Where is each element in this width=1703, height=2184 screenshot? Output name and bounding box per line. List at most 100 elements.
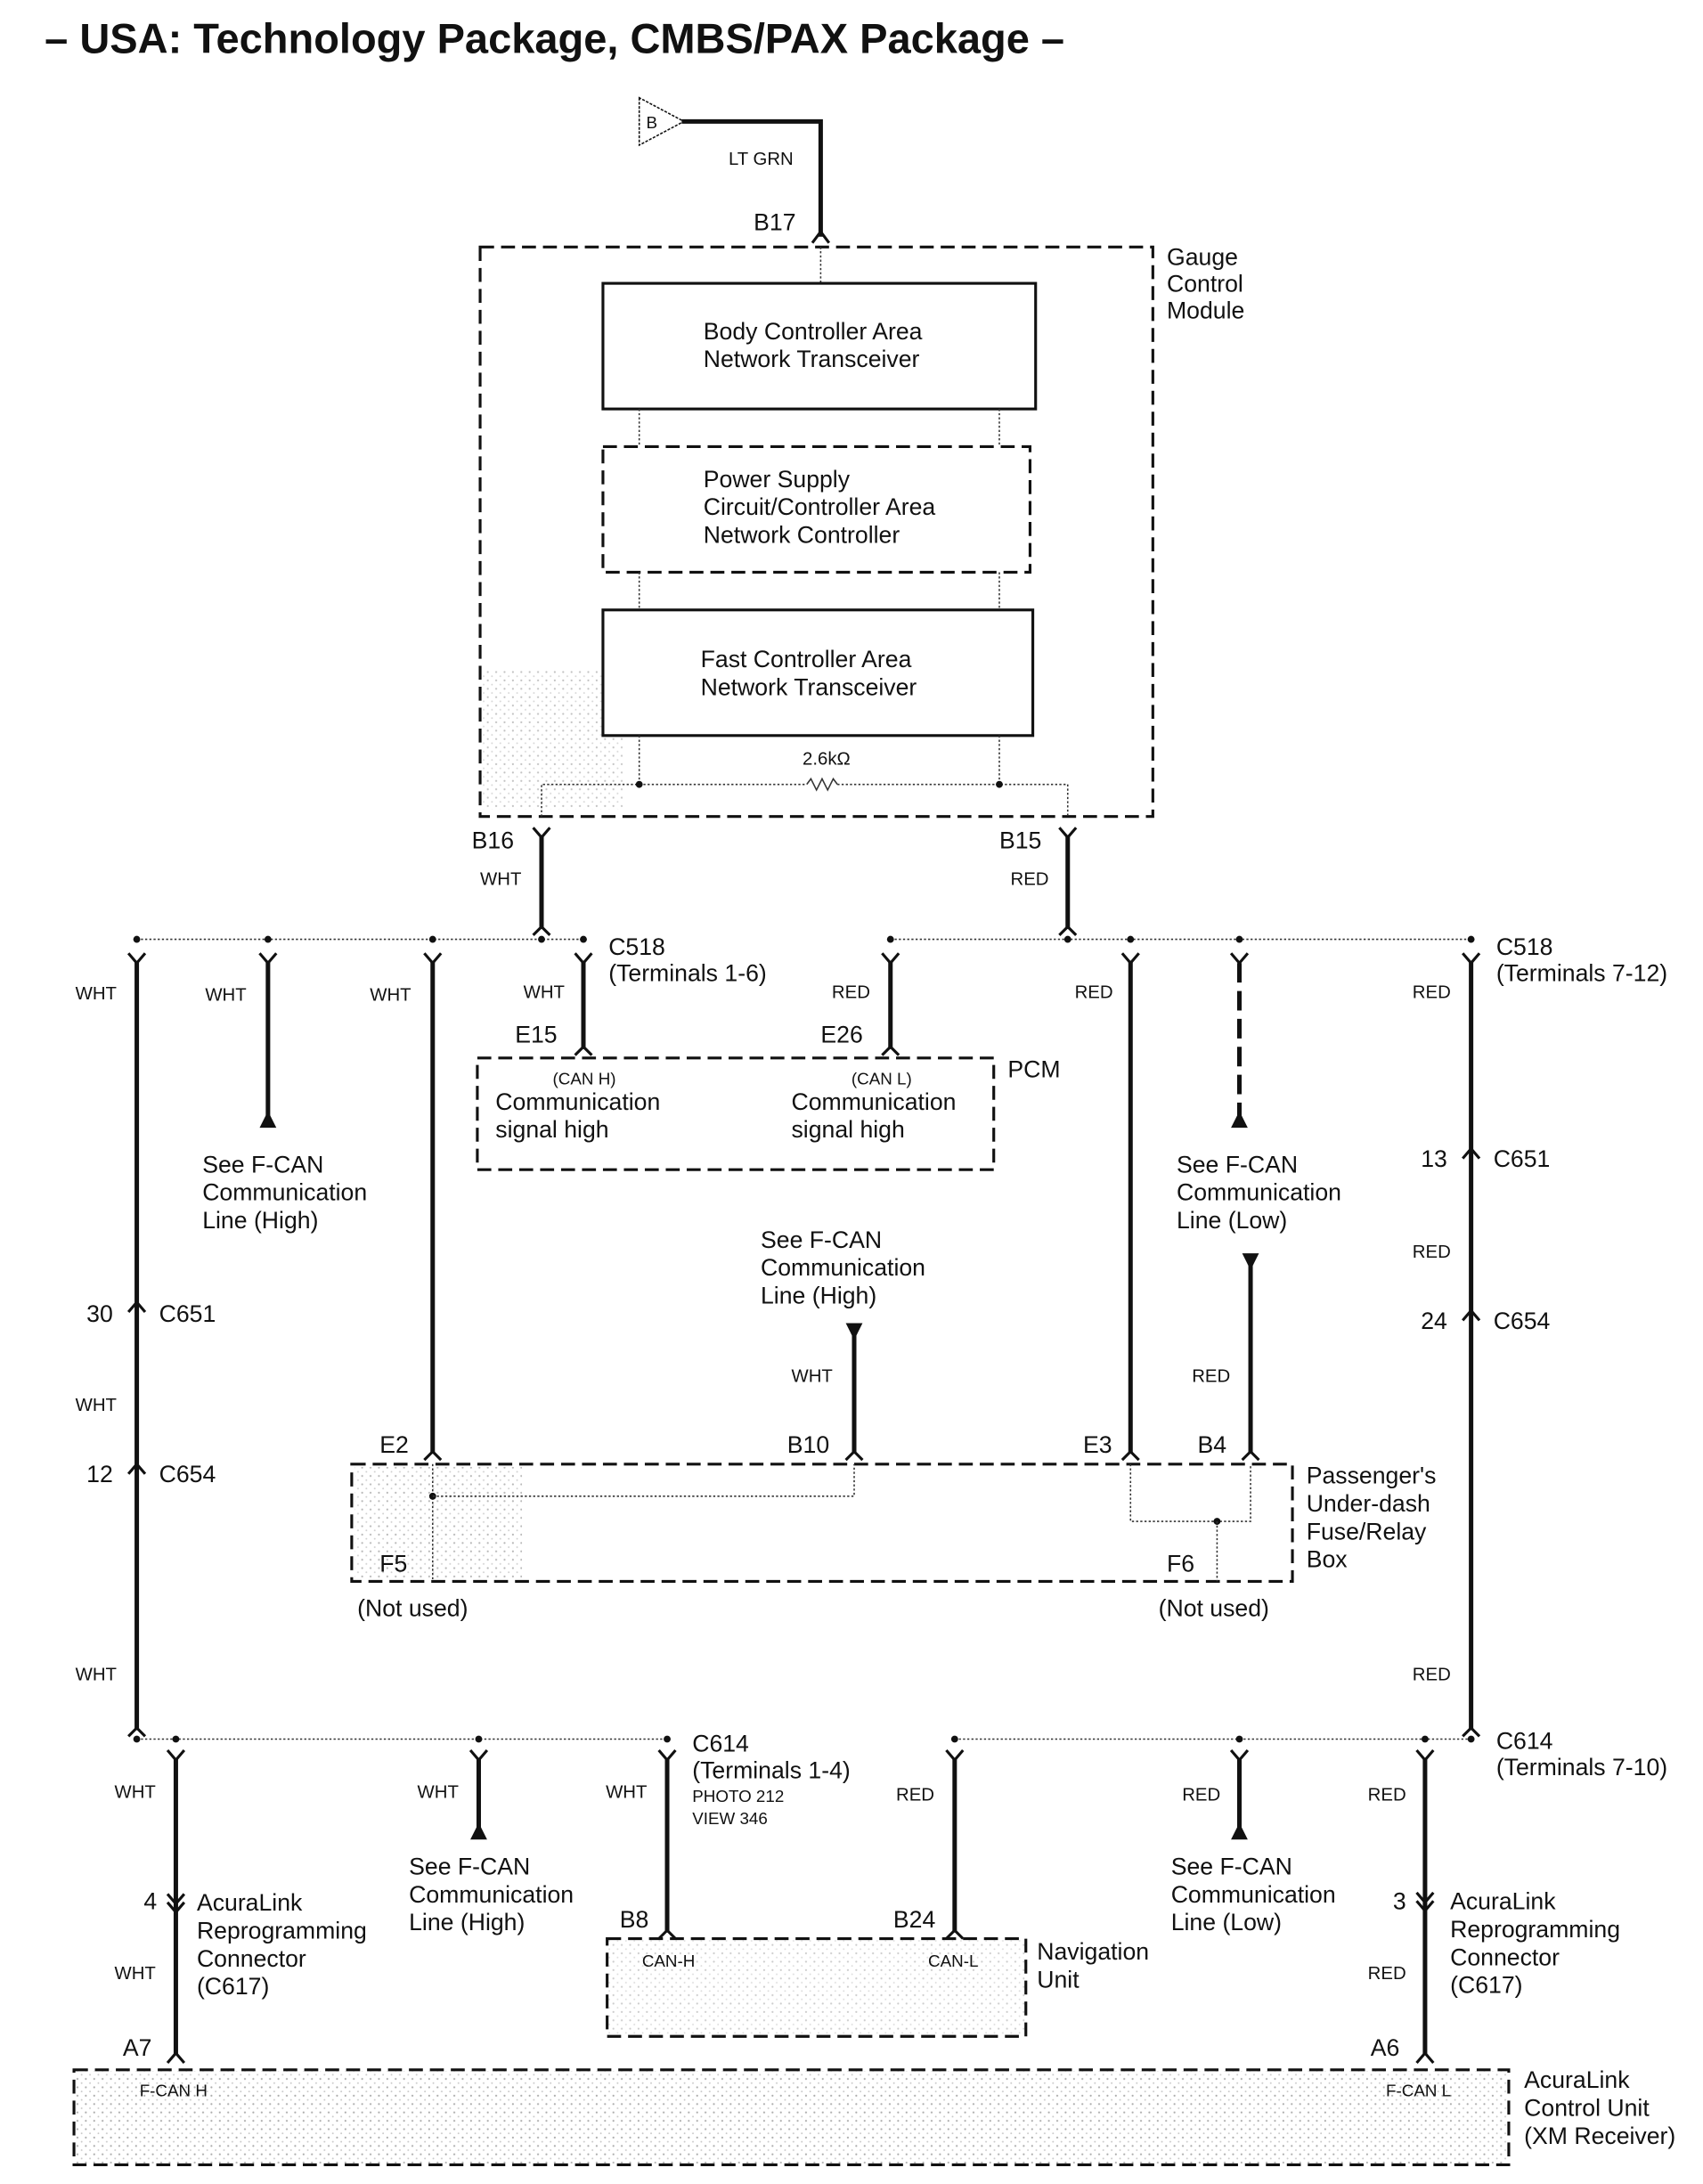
acuralink-unit-outline — [72, 2068, 1511, 2166]
gauge-module-name-2: Control — [1167, 271, 1243, 297]
wire-reprog-left: WHT 4 AcuraLink Reprogramming Connector … — [114, 1757, 367, 2065]
ref-label: See F-CAN — [1171, 1853, 1292, 1879]
block-label: Circuit/Controller Area — [704, 493, 936, 520]
wire-color-label: WHT — [370, 986, 411, 1006]
c654-right-label: C654 — [1494, 1308, 1551, 1334]
wire-color-label: WHT — [205, 986, 246, 1006]
arrow-down-icon — [845, 1323, 863, 1341]
pcm-outline — [476, 1056, 996, 1171]
terminal-e3: E3 — [1083, 1431, 1112, 1458]
pcm-signal-label: signal high — [791, 1116, 904, 1143]
wire-color-label: RED — [896, 1785, 934, 1805]
terminal-e2: E2 — [379, 1431, 409, 1458]
ref-label: Communication — [1177, 1179, 1341, 1206]
wire-color-label: WHT — [418, 1782, 459, 1802]
block-label: Fast Controller Area — [701, 646, 912, 672]
c614-view-ref: VIEW 346 — [692, 1809, 768, 1828]
c651-left-pin: 30 — [86, 1300, 113, 1327]
pcm-can-h-tag: (CAN H) — [553, 1070, 616, 1088]
c654-right-pin: 24 — [1421, 1308, 1447, 1334]
wire-e3: RED — [1075, 960, 1140, 1462]
reprog-left-name: Connector — [197, 1945, 306, 1972]
acuralink-unit-name: AcuraLink — [1524, 2066, 1630, 2093]
wire-color-label: WHT — [480, 869, 521, 889]
fuse-box-outline — [350, 1463, 1294, 1583]
terminal-e15: E15 — [515, 1022, 557, 1048]
pcm: WHT E15 RED E26 PCM (CAN H) Communicatio… — [476, 960, 1061, 1171]
wire-color-label: RED — [1011, 869, 1049, 889]
f5-not-used: (Not used) — [357, 1595, 468, 1622]
fuse-box-name: Passenger's — [1307, 1463, 1437, 1489]
pcm-signal-label: signal high — [495, 1116, 608, 1143]
c651-left-label: C651 — [159, 1300, 216, 1327]
reprog-right-name: AcuraLink — [1450, 1888, 1556, 1915]
ref-label: Line (Low) — [1171, 1909, 1282, 1935]
wire-color-label: WHT — [524, 982, 565, 1002]
terminal-b15: B15 — [999, 827, 1041, 854]
acuralink-unit-name: Control Unit — [1524, 2095, 1650, 2122]
ref-label: See F-CAN — [1177, 1151, 1298, 1178]
wire-color-label: LT GRN — [729, 150, 794, 169]
wire-color-label: RED — [832, 982, 870, 1002]
wire-color-label: WHT — [76, 984, 117, 1004]
ref-label: Communication — [761, 1254, 925, 1281]
block-label: Network Controller — [704, 522, 900, 549]
terminal-a6: A6 — [1371, 2034, 1400, 2061]
block-label: Network Transceiver — [704, 346, 920, 372]
fuse-box-name: Box — [1307, 1546, 1349, 1573]
wire-color-label: RED — [1413, 1666, 1451, 1685]
nav-unit-name: Unit — [1037, 1966, 1080, 1992]
reprog-right-name: Reprogramming — [1450, 1916, 1620, 1943]
navigation-unit: WHT B8 RED B24 CAN-H CAN-L Navigation Un… — [606, 1757, 1149, 2038]
c518-left-label: C518 — [608, 933, 665, 960]
acuralink-can-l: F-CAN L — [1386, 2082, 1451, 2100]
fcan-high-ref-3: WHT See F-CAN Communication Line (High) — [409, 1757, 574, 1935]
wire-lt-grn — [681, 118, 823, 237]
pcm-label: PCM — [1007, 1056, 1060, 1083]
reprog-right-pin: 3 — [1393, 1888, 1406, 1915]
block-label: Body Controller Area — [704, 318, 923, 345]
fcan-high-ref-2: See F-CAN Communication Line (High) WHT — [761, 1226, 925, 1462]
terminal-b4: B4 — [1197, 1431, 1226, 1458]
terminal-e26: E26 — [820, 1022, 862, 1048]
wire-color-label: RED — [1075, 982, 1113, 1002]
ref-label: See F-CAN — [202, 1151, 323, 1178]
wire-color-label: WHT — [76, 1666, 117, 1685]
wire-color-label: WHT — [76, 1396, 117, 1415]
connector-icon — [811, 229, 831, 244]
reprog-left-name: Reprogramming — [197, 1918, 367, 1944]
wire-e2: WHT — [370, 960, 443, 1462]
c654-left-label: C654 — [159, 1461, 216, 1487]
wire-color-label: WHT — [114, 1782, 155, 1802]
c654-left-pin: 12 — [86, 1461, 113, 1487]
left-wht-trunk: WHT 30 C651 WHT 12 C654 WHT — [76, 960, 216, 1738]
pcm-signal-label: Communication — [791, 1088, 956, 1115]
gauge-module-name-1: Gauge — [1167, 244, 1238, 271]
wire-reprog-right: RED 3 AcuraLink Reprogramming Connector … — [1368, 1757, 1620, 2065]
resistor-icon — [806, 777, 838, 792]
c614-photo-ref: PHOTO 212 — [692, 1787, 784, 1805]
ref-label: Line (High) — [409, 1909, 525, 1935]
fuse-box-name: Fuse/Relay — [1307, 1518, 1427, 1544]
terminal-b17: B17 — [754, 209, 795, 236]
wire-color-label: WHT — [791, 1366, 832, 1386]
body-can-transceiver — [601, 281, 1038, 411]
c518-right-terminals: (Terminals 7-12) — [1496, 960, 1667, 987]
terminal-f6: F6 — [1167, 1550, 1194, 1577]
c614-left-label: C614 — [692, 1731, 749, 1757]
fcan-high-ref-1: WHT See F-CAN Communication Line (High) — [202, 960, 367, 1234]
ref-label: Line (High) — [202, 1207, 318, 1234]
c614-right-label: C614 — [1496, 1727, 1553, 1754]
c518-right-label: C518 — [1496, 933, 1553, 960]
block-label: Network Transceiver — [701, 673, 917, 700]
pcm-signal-label: Communication — [495, 1088, 660, 1115]
ref-label: Communication — [202, 1179, 367, 1206]
gauge-module-outline — [478, 245, 1154, 819]
fast-can-transceiver — [601, 608, 1035, 738]
wire-color-label: RED — [1192, 1366, 1230, 1386]
c614-right-bus: C614 (Terminals 7-10) — [950, 1727, 1667, 1781]
c518-left-terminals: (Terminals 1-6) — [608, 960, 767, 987]
c651-right-pin: 13 — [1421, 1145, 1447, 1172]
ref-label: See F-CAN — [761, 1226, 882, 1253]
